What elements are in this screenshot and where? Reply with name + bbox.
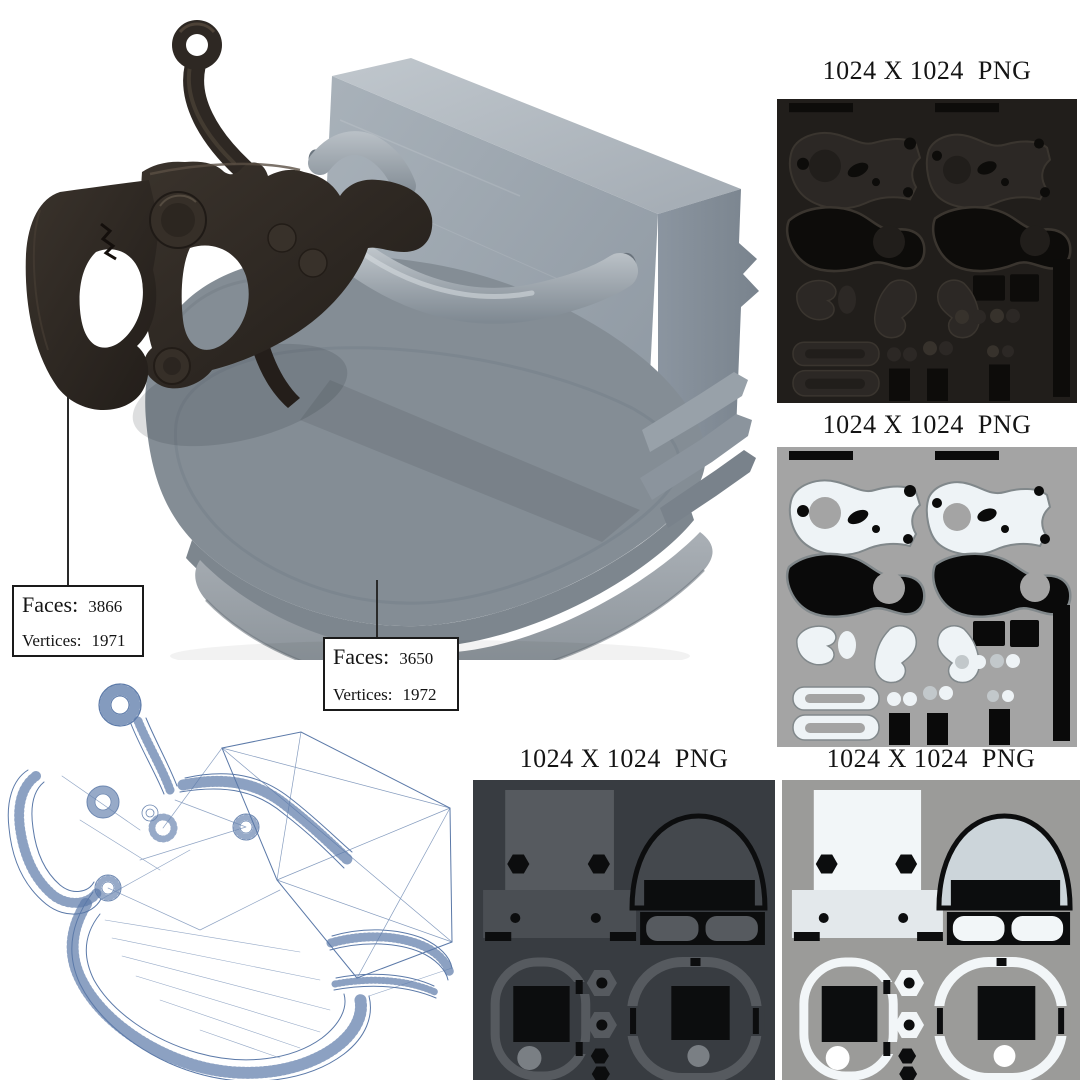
texture-size-label: 1024 X 1024 PNG bbox=[826, 744, 1036, 773]
clamp-mechanism bbox=[25, 20, 433, 411]
wire-body bbox=[61, 747, 281, 931]
texture-size-label: 1024 X 1024 PNG bbox=[519, 744, 729, 773]
vertices-label: Vertices: bbox=[333, 685, 393, 704]
wire-hook bbox=[7, 769, 103, 915]
wire-arm bbox=[130, 716, 178, 795]
vertices-label: Vertices: bbox=[22, 631, 82, 650]
callout-faces-left: Faces: 3866 Vertices: 1971 bbox=[12, 585, 144, 657]
callout-faces-right: Faces: 3650 Vertices: 1972 bbox=[323, 637, 459, 711]
texture-panel-specular bbox=[473, 780, 775, 1080]
clamp-arm-tail bbox=[250, 340, 300, 408]
faces-label: Faces: bbox=[333, 644, 390, 669]
base-plate bbox=[132, 254, 756, 660]
texture-panel-dark-diffuse bbox=[777, 99, 1077, 403]
faces-value: 3866 bbox=[88, 597, 123, 616]
render-3d-model bbox=[25, 20, 759, 660]
vertices-value: 1971 bbox=[91, 631, 126, 650]
callout-connector-left bbox=[67, 397, 69, 585]
faces-value: 3650 bbox=[399, 649, 434, 668]
cam-plate bbox=[140, 161, 433, 389]
texture-panel-ambient-occlusion bbox=[777, 447, 1077, 747]
wire-ring bbox=[98, 683, 142, 727]
handle-bar-rear bbox=[308, 131, 416, 198]
vertices-value: 1972 bbox=[402, 685, 437, 704]
texture-size-label: 1024 X 1024 PNG bbox=[822, 410, 1032, 439]
wire-plate-loop bbox=[66, 891, 453, 1080]
texture-size-label: 1024 X 1024 PNG bbox=[822, 56, 1032, 85]
rivet bbox=[267, 223, 297, 253]
pivot-boss bbox=[149, 191, 207, 249]
texture-panel-light-diffuse bbox=[782, 780, 1080, 1080]
callout-connector-right bbox=[376, 580, 378, 637]
jaw-teeth bbox=[100, 222, 117, 261]
hook-jaw bbox=[25, 180, 159, 411]
rivet bbox=[298, 248, 328, 278]
wire-handle bbox=[177, 773, 455, 999]
faces-label: Faces: bbox=[22, 592, 79, 617]
lower-boss bbox=[153, 347, 191, 385]
wireframe-view bbox=[7, 683, 455, 1080]
